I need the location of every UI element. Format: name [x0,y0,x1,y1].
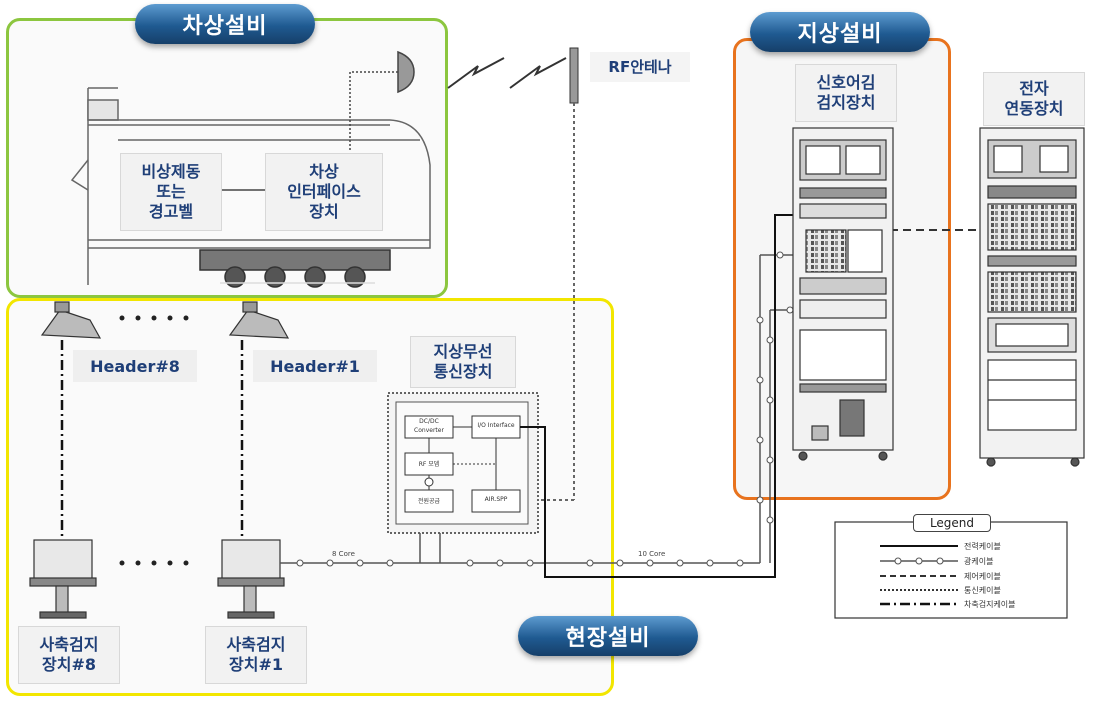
onboard-zone-title: 차상설비 [135,4,315,44]
signal-detector-label: 신호어김 검지장치 [795,64,897,122]
legend-item-control: 제어케이블 [964,572,1001,581]
roof-antenna-drawing [349,50,415,150]
radio-block-power: 전원공급 [417,498,441,505]
radio-block-io: I/O Interface [477,422,515,429]
axle-counter-1-label: 사축검지 장치#1 [205,626,307,684]
cable-label-left: 8 Core [332,550,355,558]
radio-block-spp: AIR.SPP [484,496,508,503]
cable-label-right: 10 Core [638,550,665,558]
legend-item-optical: 광케이블 [964,557,994,566]
radio-block-dcdc: DC/DC Converter [414,418,444,434]
legend-item-comm: 통신케이블 [964,586,1001,595]
legend-title: Legend [913,514,991,532]
wayside-zone-title: 지상설비 [750,12,930,52]
legend-drawing [834,521,1068,619]
interlocking-rack-drawing [979,127,1085,467]
interlocking-label: 전자 연동장치 [983,72,1085,126]
axle-counter-8-label: 사축검지 장치#8 [18,626,120,684]
header1-sensor-drawing [228,301,290,339]
onboard-interface-label: 차상 인터페이스 장치 [265,153,383,231]
legend-item-axle: 차축검지케이블 [964,600,1016,609]
header8-sensor-drawing [40,301,102,339]
header-1-label: Header#1 [253,350,377,382]
radio-unit-drawing [387,392,539,534]
bogie-drawing [199,249,391,288]
axle-counter1-drawing [217,539,285,619]
field-zone-title: 현장설비 [518,616,698,656]
emergency-brake-label: 비상제동 또는 경고벨 [120,153,222,231]
radio-block-modem: RF 모뎀 [418,461,440,468]
ground-radio-label: 지상무선 통신장치 [410,336,516,388]
train-car-drawing [70,87,431,285]
axle-counter8-drawing [29,539,97,619]
header-8-label: Header#8 [73,350,197,382]
radio-link-icon [447,57,567,89]
legend-item-power: 전력케이블 [964,542,1001,551]
signal-detector-rack-drawing [792,127,894,461]
rf-antenna-label: RF안테나 [590,52,690,82]
